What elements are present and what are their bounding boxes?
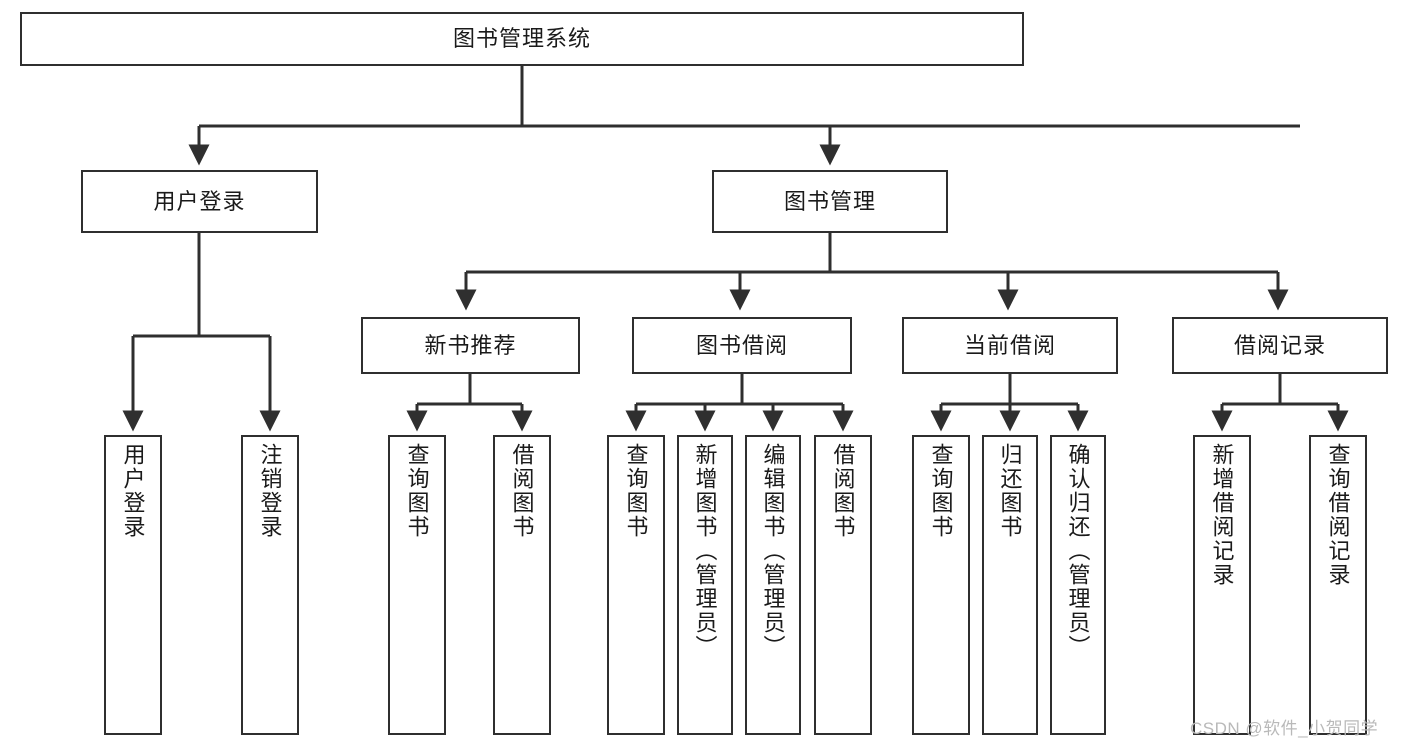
node-borrow-record[interactable]: 借阅记录 — [1172, 317, 1388, 374]
node-leaf-confirm-return[interactable]: 确认归还（管理员） — [1050, 435, 1106, 735]
node-leaf-borrow-book-1[interactable]: 借阅图书 — [493, 435, 551, 735]
node-root[interactable]: 图书管理系统 — [20, 12, 1024, 66]
node-book-borrow-label: 图书借阅 — [695, 332, 788, 358]
node-root-label: 图书管理系统 — [452, 26, 591, 52]
node-leaf-user-login-label: 用户登录 — [120, 443, 146, 539]
node-borrow-record-label: 借阅记录 — [1233, 332, 1326, 358]
node-leaf-query-book-2[interactable]: 查询图书 — [607, 435, 665, 735]
node-book-management[interactable]: 图书管理 — [712, 170, 948, 233]
node-book-management-label: 图书管理 — [783, 188, 876, 214]
node-current-borrow-label: 当前借阅 — [963, 332, 1056, 358]
node-leaf-query-book-1[interactable]: 查询图书 — [388, 435, 446, 735]
node-leaf-user-login[interactable]: 用户登录 — [104, 435, 162, 735]
node-leaf-return-book-label: 归还图书 — [997, 443, 1023, 539]
node-leaf-add-book[interactable]: 新增图书（管理员） — [677, 435, 733, 735]
node-leaf-add-borrow-record-label: 新增借阅记录 — [1209, 443, 1235, 587]
node-leaf-borrow-book-1-label: 借阅图书 — [509, 443, 535, 539]
node-leaf-query-book-3-label: 查询图书 — [928, 443, 954, 539]
node-leaf-logout-login[interactable]: 注销登录 — [241, 435, 299, 735]
node-leaf-logout-login-label: 注销登录 — [257, 443, 283, 539]
node-new-book-recommend-label: 新书推荐 — [424, 332, 517, 358]
node-leaf-borrow-book-2-label: 借阅图书 — [830, 443, 856, 539]
node-leaf-query-book-3[interactable]: 查询图书 — [912, 435, 970, 735]
node-leaf-query-borrow-record[interactable]: 查询借阅记录 — [1309, 435, 1367, 735]
node-leaf-add-borrow-record[interactable]: 新增借阅记录 — [1193, 435, 1251, 735]
node-user-login-label: 用户登录 — [153, 188, 246, 214]
watermark-text: CSDN @软件_小贺同学 — [1190, 719, 1379, 738]
node-leaf-confirm-return-label: 确认归还（管理员） — [1065, 443, 1091, 659]
node-book-borrow[interactable]: 图书借阅 — [632, 317, 852, 374]
node-leaf-edit-book[interactable]: 编辑图书（管理员） — [745, 435, 801, 735]
node-leaf-borrow-book-2[interactable]: 借阅图书 — [814, 435, 872, 735]
node-leaf-add-book-label: 新增图书（管理员） — [692, 443, 718, 659]
node-current-borrow[interactable]: 当前借阅 — [902, 317, 1118, 374]
node-leaf-query-book-1-label: 查询图书 — [404, 443, 430, 539]
node-leaf-query-book-2-label: 查询图书 — [623, 443, 649, 539]
node-leaf-edit-book-label: 编辑图书（管理员） — [760, 443, 786, 659]
node-user-login[interactable]: 用户登录 — [81, 170, 318, 233]
node-leaf-query-borrow-record-label: 查询借阅记录 — [1325, 443, 1351, 587]
node-leaf-return-book[interactable]: 归还图书 — [982, 435, 1038, 735]
node-new-book-recommend[interactable]: 新书推荐 — [361, 317, 580, 374]
